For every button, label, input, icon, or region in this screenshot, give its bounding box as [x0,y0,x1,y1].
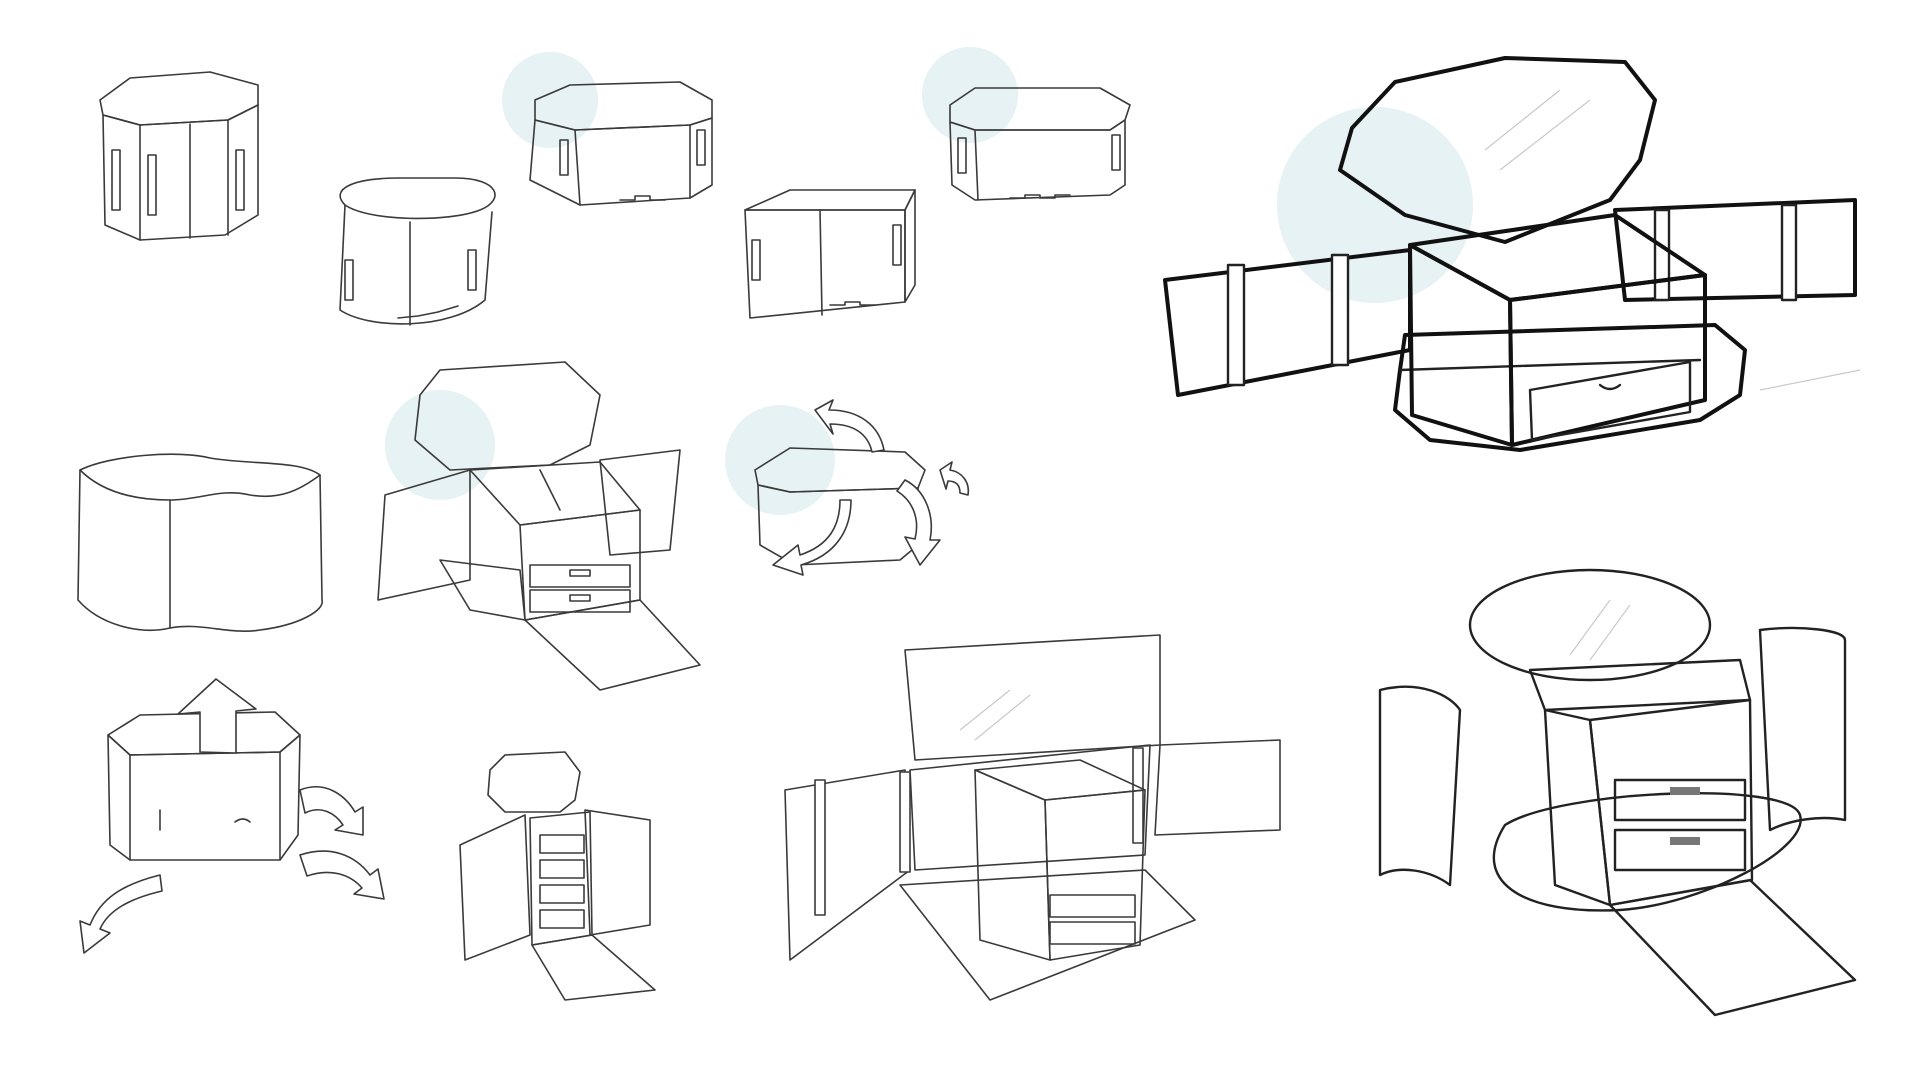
open-box-with-drawers-sketch [377,361,701,691]
closed-hexagonal-box-highlighted-sketch [502,52,713,206]
octagonal-box-with-doors-sketch [79,678,385,954]
final-concept-octagonal-box-sketch [1163,56,1861,452]
oval-mirror-box-concept-sketch [1378,568,1857,1017]
narrow-drawer-cabinet-sketch [459,751,656,1001]
box-with-flat-mirror-and-tray-sketch [784,634,1281,1001]
closed-rectangular-box-sketch [744,189,916,319]
closed-scalloped-box-sketch [77,453,323,632]
closed-hexagonal-box-variant-sketch [922,47,1131,201]
closed-octagonal-box-sketch [99,71,259,241]
closed-rounded-box-sketch [339,177,496,326]
hexagonal-box-opening-arrows-sketch [725,399,970,576]
